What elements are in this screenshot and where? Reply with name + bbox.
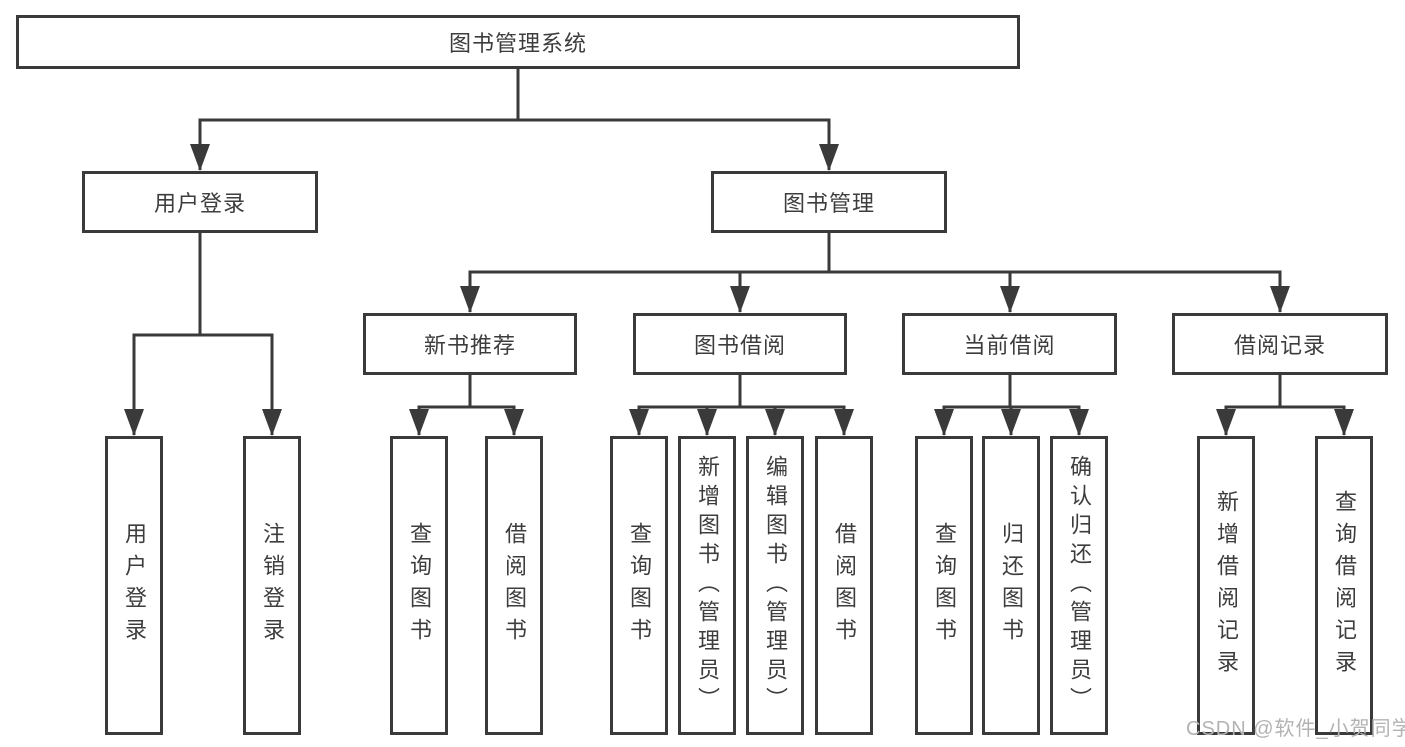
leaf-confirm-return-admin: 确认归还（管理员） <box>1050 436 1108 735</box>
rail-root <box>198 67 831 122</box>
node-current-borrow-label: 当前借阅 <box>963 333 1056 358</box>
leaf-borrow-books-newrec-label: 借阅图书 <box>502 521 527 650</box>
leaf-query-borrow-record-label: 查询借阅记录 <box>1332 489 1357 682</box>
leaf-logout-label: 注销登录 <box>260 521 285 650</box>
leaf-logout: 注销登录 <box>243 436 301 735</box>
leaf-borrow-books-borrow-label: 借阅图书 <box>832 521 857 650</box>
leaf-query-books-borrow-label: 查询图书 <box>627 521 652 650</box>
csdn-watermark: CSDN @软件_小贺同学 <box>1186 718 1405 740</box>
leaf-add-borrow-record: 新增借阅记录 <box>1197 436 1255 735</box>
node-root-label: 图书管理系统 <box>448 31 587 56</box>
node-book-borrow-label: 图书借阅 <box>693 333 786 358</box>
leaf-borrow-books-newrec: 借阅图书 <box>485 436 543 735</box>
rail-new-book-rec <box>417 373 516 409</box>
leaf-edit-books-admin: 编辑图书（管理员） <box>746 436 804 735</box>
node-root: 图书管理系统 <box>16 15 1020 69</box>
leaf-query-books-current: 查询图书 <box>915 436 973 735</box>
rail-book-mgmt <box>468 231 1282 274</box>
rail-book-borrow <box>637 373 846 409</box>
node-new-book-recommend: 新书推荐 <box>363 313 577 375</box>
leaf-query-books-newrec: 查询图书 <box>390 436 448 735</box>
leaf-return-books-label: 归还图书 <box>999 521 1024 650</box>
leaf-query-borrow-record: 查询借阅记录 <box>1315 436 1373 735</box>
leaf-add-books-admin: 新增图书（管理员） <box>678 436 736 735</box>
leaf-return-books: 归还图书 <box>982 436 1040 735</box>
leaf-add-books-admin-label: 新增图书（管理员） <box>695 455 720 716</box>
leaf-confirm-return-admin-label: 确认归还（管理员） <box>1067 455 1092 716</box>
node-borrow-records: 借阅记录 <box>1172 313 1388 375</box>
node-new-book-recommend-label: 新书推荐 <box>423 333 516 358</box>
leaf-user-login-label: 用户登录 <box>122 521 147 650</box>
rail-current-borrow <box>942 373 1081 409</box>
leaf-add-borrow-record-label: 新增借阅记录 <box>1214 489 1239 682</box>
node-book-mgmt-label: 图书管理 <box>782 191 875 216</box>
leaf-query-books-borrow: 查询图书 <box>610 436 668 735</box>
node-user-login-label: 用户登录 <box>153 191 246 216</box>
leaf-borrow-books-borrow: 借阅图书 <box>815 436 873 735</box>
node-current-borrow: 当前借阅 <box>902 313 1117 375</box>
rail-borrow-records <box>1224 373 1346 409</box>
node-book-mgmt: 图书管理 <box>711 171 947 233</box>
leaf-edit-books-admin-label: 编辑图书（管理员） <box>763 455 788 716</box>
leaf-query-books-newrec-label: 查询图书 <box>407 521 432 650</box>
leaf-query-books-current-label: 查询图书 <box>932 521 957 650</box>
node-borrow-records-label: 借阅记录 <box>1233 333 1326 358</box>
node-user-login: 用户登录 <box>82 171 318 233</box>
rail-user-login <box>132 231 274 337</box>
node-book-borrow: 图书借阅 <box>633 313 847 375</box>
leaf-user-login: 用户登录 <box>105 436 163 735</box>
